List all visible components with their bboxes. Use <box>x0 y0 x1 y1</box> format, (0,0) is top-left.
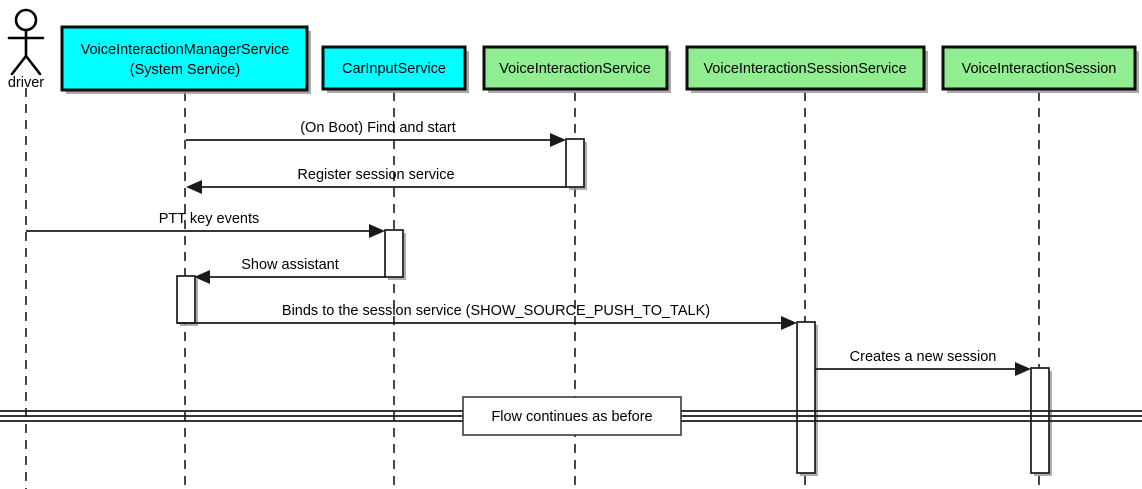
message-4-label: Show assistant <box>241 257 339 273</box>
message-2-arrowhead <box>186 180 202 194</box>
message-binds-to-session-service[interactable]: Binds to the session service (SHOW_SOURC… <box>177 303 797 330</box>
message-2-label: Register session service <box>297 167 454 183</box>
message-ptt-key-events[interactable]: PTT key events <box>26 211 385 238</box>
message-6-label: Creates a new session <box>850 349 997 365</box>
participant-cis[interactable]: CarInputService <box>321 45 469 93</box>
participant-vims-box <box>60 25 309 92</box>
message-3-arrowhead <box>369 224 385 238</box>
participant-viss-box <box>685 45 926 91</box>
participant-driver[interactable]: driver <box>7 8 45 91</box>
participant-vis-box <box>482 45 669 91</box>
participant-vims[interactable]: VoiceInteractionManagerService (System S… <box>60 25 311 94</box>
message-4-arrowhead <box>194 270 210 284</box>
participant-vis[interactable]: VoiceInteractionService <box>482 45 671 93</box>
participant-label-cis: CarInputService <box>342 61 446 77</box>
participant-label-driver: driver <box>8 75 44 91</box>
participant-label-vis: VoiceInteractionService <box>499 61 651 77</box>
message-1-label: (On Boot) Find and start <box>300 120 456 136</box>
activation-bar-cis <box>384 229 404 278</box>
message-on-boot-find-and-start[interactable]: (On Boot) Find and start <box>186 120 566 147</box>
message-5-arrowhead <box>781 316 797 330</box>
activation-bar-vis <box>565 138 585 188</box>
activation-bar-viss <box>796 321 816 474</box>
participant-cis-box <box>321 45 467 91</box>
message-creates-a-new-session[interactable]: Creates a new session <box>815 349 1031 376</box>
participant-viss[interactable]: VoiceInteractionSessionService <box>685 45 928 93</box>
participant-label-vims-line2: (System Service) <box>130 62 240 78</box>
participant-label-vise: VoiceInteractionSession <box>962 61 1117 77</box>
divider-label: Flow continues as before <box>491 409 652 425</box>
message-5-label: Binds to the session service (SHOW_SOURC… <box>282 303 710 319</box>
message-1-arrowhead <box>550 133 566 147</box>
message-3-label: PTT key events <box>159 211 259 227</box>
actor-stick-figure-icon <box>7 8 45 76</box>
activation-bars-group <box>176 138 1052 476</box>
activation-bar-vims <box>176 275 196 324</box>
divider-box <box>462 396 682 436</box>
participant-label-viss: VoiceInteractionSessionService <box>703 61 906 77</box>
participant-vise[interactable]: VoiceInteractionSession <box>941 45 1139 93</box>
message-6-arrowhead <box>1015 362 1031 376</box>
message-show-assistant[interactable]: Show assistant <box>194 257 385 284</box>
message-register-session-service[interactable]: Register session service <box>186 167 566 194</box>
participant-label-vims-line1: VoiceInteractionManagerService <box>81 42 290 58</box>
flow-divider: Flow continues as before <box>0 396 1142 436</box>
participant-vise-box <box>941 45 1137 91</box>
